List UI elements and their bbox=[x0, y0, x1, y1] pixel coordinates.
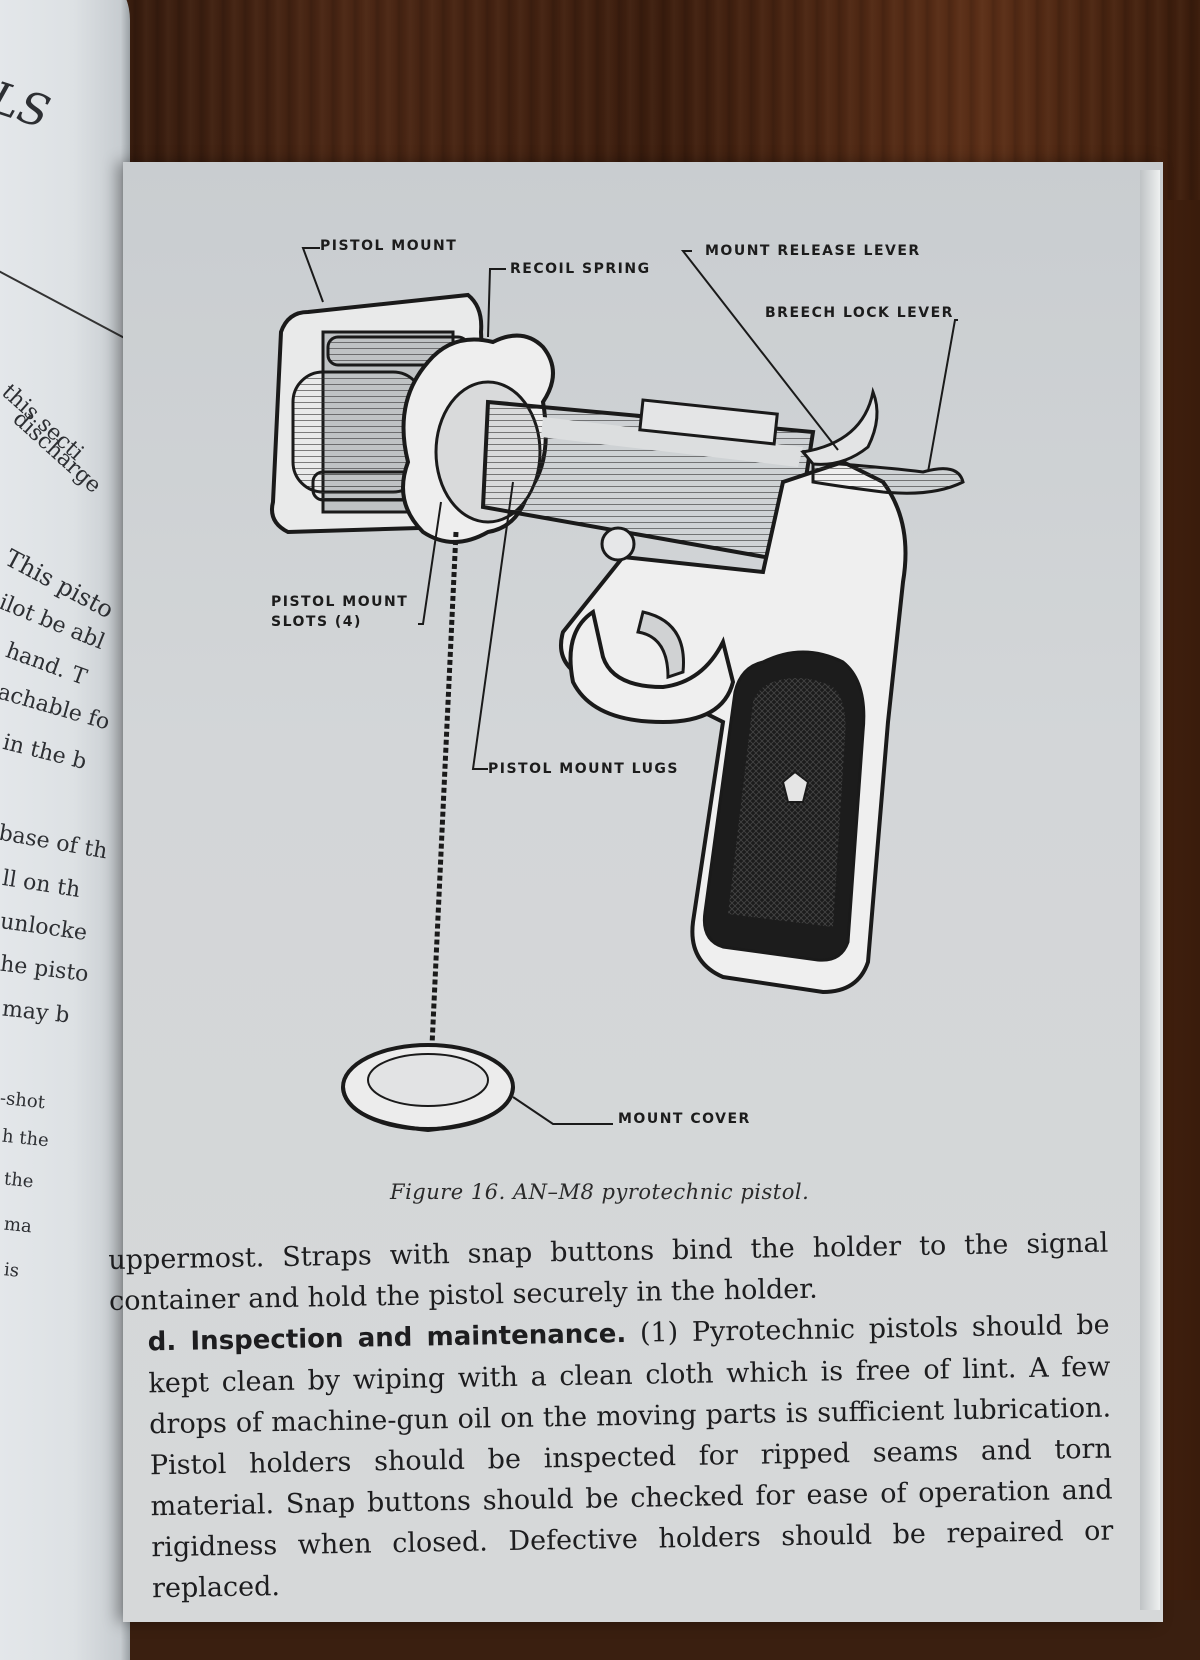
frame-screw bbox=[600, 526, 636, 562]
grip-screw bbox=[781, 770, 810, 803]
left-page-text-fragment: ll on th bbox=[0, 866, 82, 903]
left-page-divider bbox=[0, 260, 130, 351]
mount-cover-inner bbox=[367, 1053, 489, 1107]
left-page-text-fragment: the bbox=[2, 1168, 35, 1193]
left-page-text-fragment: achable fo bbox=[0, 679, 113, 736]
label-mount-release-lever: MOUNT RELEASE LEVER bbox=[705, 243, 921, 259]
left-page-text-fragment: he pisto bbox=[0, 951, 90, 988]
left-page-text-fragment: -shot bbox=[0, 1087, 46, 1114]
body-text: uppermost. Straps with snap buttons bind… bbox=[108, 1223, 1114, 1610]
left-book-page: LS this secti discharge This pisto ilot … bbox=[0, 0, 130, 1660]
left-page-text-fragment: in the b bbox=[0, 730, 90, 775]
barrel-sight bbox=[638, 398, 779, 446]
mount-cover-side bbox=[341, 1086, 515, 1133]
chain bbox=[428, 531, 459, 1068]
trigger-guard bbox=[568, 608, 736, 725]
leader-lines bbox=[301, 247, 958, 1125]
section-title: d. Inspection and maintenance. bbox=[147, 1318, 627, 1358]
grip-texture bbox=[728, 678, 846, 927]
body-paragraph-inspection: d. Inspection and maintenance. (1) Pyrot… bbox=[109, 1305, 1114, 1610]
label-recoil-spring: RECOIL SPRING bbox=[510, 261, 651, 277]
pyrotechnic-pistol-illustration bbox=[270, 247, 965, 1133]
breech-lock-lever bbox=[811, 460, 965, 495]
left-page-text-fragment: may b bbox=[0, 996, 71, 1029]
label-breech-lock-lever: BREECH LOCK LEVER bbox=[765, 305, 954, 321]
left-page-text-fragment: ma bbox=[2, 1213, 33, 1238]
figure-caption: Figure 16. AN–M8 pyrotechnic pistol. bbox=[390, 1180, 810, 1204]
barrel-highlight bbox=[541, 417, 803, 467]
label-pistol-mount: PISTOL MOUNT bbox=[320, 238, 458, 254]
left-page-text-fragment: h the bbox=[1, 1125, 50, 1152]
label-pistol-mount-lugs: PISTOL MOUNT LUGS bbox=[488, 761, 680, 777]
label-mount-cover: MOUNT COVER bbox=[618, 1111, 751, 1127]
page-edge bbox=[1140, 170, 1160, 1610]
left-page-text-fragment: is bbox=[2, 1259, 21, 1282]
left-page-text-fragment: unlocke bbox=[0, 909, 89, 946]
mount-release-lever bbox=[800, 386, 879, 466]
trigger bbox=[636, 610, 685, 680]
left-page-text-fragment: base of th bbox=[0, 820, 110, 865]
left-page-heading-fragment: LS bbox=[0, 72, 56, 139]
label-pistol-mount-slots: PISTOL MOUNT SLOTS (4) bbox=[271, 594, 409, 630]
